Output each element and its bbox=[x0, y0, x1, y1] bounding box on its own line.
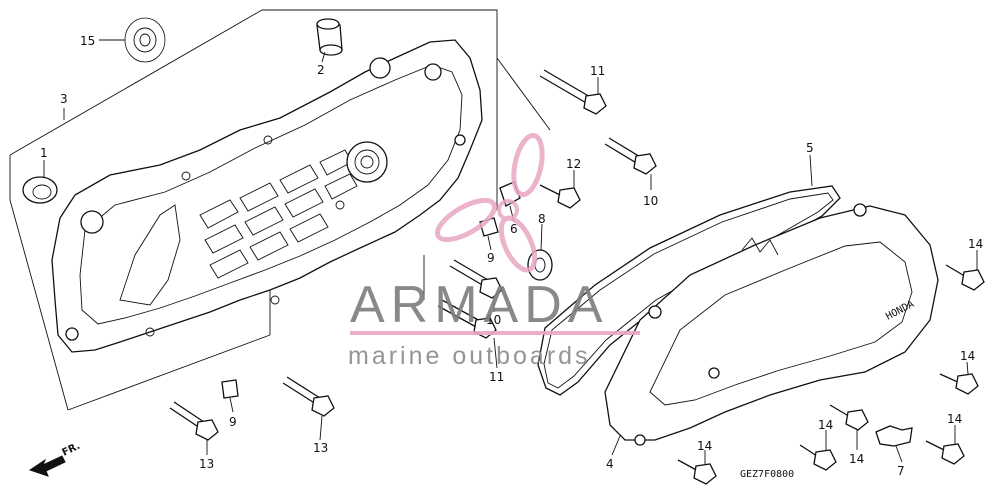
callout-4: 4 bbox=[606, 457, 614, 471]
front-arrow-icon bbox=[28, 455, 66, 477]
crankcase-grille bbox=[199, 149, 358, 279]
propeller-logo bbox=[435, 133, 545, 273]
dowel-pin-9-lower bbox=[221, 379, 239, 399]
bolt-14-f bbox=[829, 404, 869, 431]
left-crankcase bbox=[51, 39, 483, 353]
bolt-11-upper bbox=[539, 69, 607, 115]
callout-14-center: 14 bbox=[818, 418, 833, 432]
callout-14-top: 14 bbox=[968, 237, 983, 251]
bolt-13-left bbox=[169, 401, 219, 441]
leader-lines bbox=[43, 39, 978, 464]
callout-11-lower: 11 bbox=[489, 370, 504, 384]
bolt-14-e bbox=[677, 459, 717, 485]
callout-6: 6 bbox=[510, 222, 518, 236]
bolt-10-lower bbox=[449, 259, 503, 299]
callout-3: 3 bbox=[60, 92, 68, 106]
callout-14-bottom: 14 bbox=[697, 439, 712, 453]
callout-5: 5 bbox=[806, 141, 814, 155]
bolt-13-right bbox=[282, 376, 335, 417]
callout-2: 2 bbox=[317, 63, 325, 77]
callout-8: 8 bbox=[538, 212, 546, 226]
bearing-15 bbox=[124, 17, 166, 63]
callout-14-lower-center: 14 bbox=[849, 452, 864, 466]
callout-12: 12 bbox=[566, 157, 581, 171]
callout-labels: 15 2 3 1 11 12 10 5 6 8 9 14 10 11 14 9 … bbox=[40, 34, 983, 478]
front-direction-marker: FR. bbox=[28, 441, 82, 477]
callout-10-lower: 10 bbox=[486, 313, 501, 327]
outer-cover-4: HONDA bbox=[604, 203, 939, 446]
front-label: FR. bbox=[60, 441, 81, 459]
watermark-title: ARMADA bbox=[350, 276, 608, 334]
dowel-pin-2 bbox=[316, 18, 343, 56]
callout-13-right: 13 bbox=[313, 441, 328, 455]
oil-seal-1 bbox=[22, 176, 58, 204]
assembly-frame bbox=[9, 9, 551, 411]
bolt-14-d bbox=[799, 444, 837, 471]
bolt-14-b bbox=[939, 373, 979, 395]
callout-9-center: 9 bbox=[487, 251, 495, 265]
bolt-14-a bbox=[945, 264, 985, 291]
bolt-12 bbox=[539, 184, 581, 209]
callout-14-right: 14 bbox=[947, 412, 962, 426]
watermark: ARMADA marine outboards bbox=[348, 133, 640, 370]
callout-13-left: 13 bbox=[199, 457, 214, 471]
bolt-14-c bbox=[925, 440, 965, 465]
clip-7 bbox=[875, 425, 913, 447]
callout-9-lower: 9 bbox=[229, 415, 237, 429]
callout-14-mid: 14 bbox=[960, 349, 975, 363]
watermark-subtitle: marine outboards bbox=[348, 342, 591, 370]
callout-7: 7 bbox=[897, 464, 905, 478]
callout-1: 1 bbox=[40, 146, 48, 160]
callout-11-upper: 11 bbox=[590, 64, 605, 78]
diagram-code: GEZ7F0800 bbox=[740, 469, 794, 480]
callout-10-upper: 10 bbox=[643, 194, 658, 208]
callout-15: 15 bbox=[80, 34, 95, 48]
bolt-10-upper bbox=[604, 137, 657, 175]
